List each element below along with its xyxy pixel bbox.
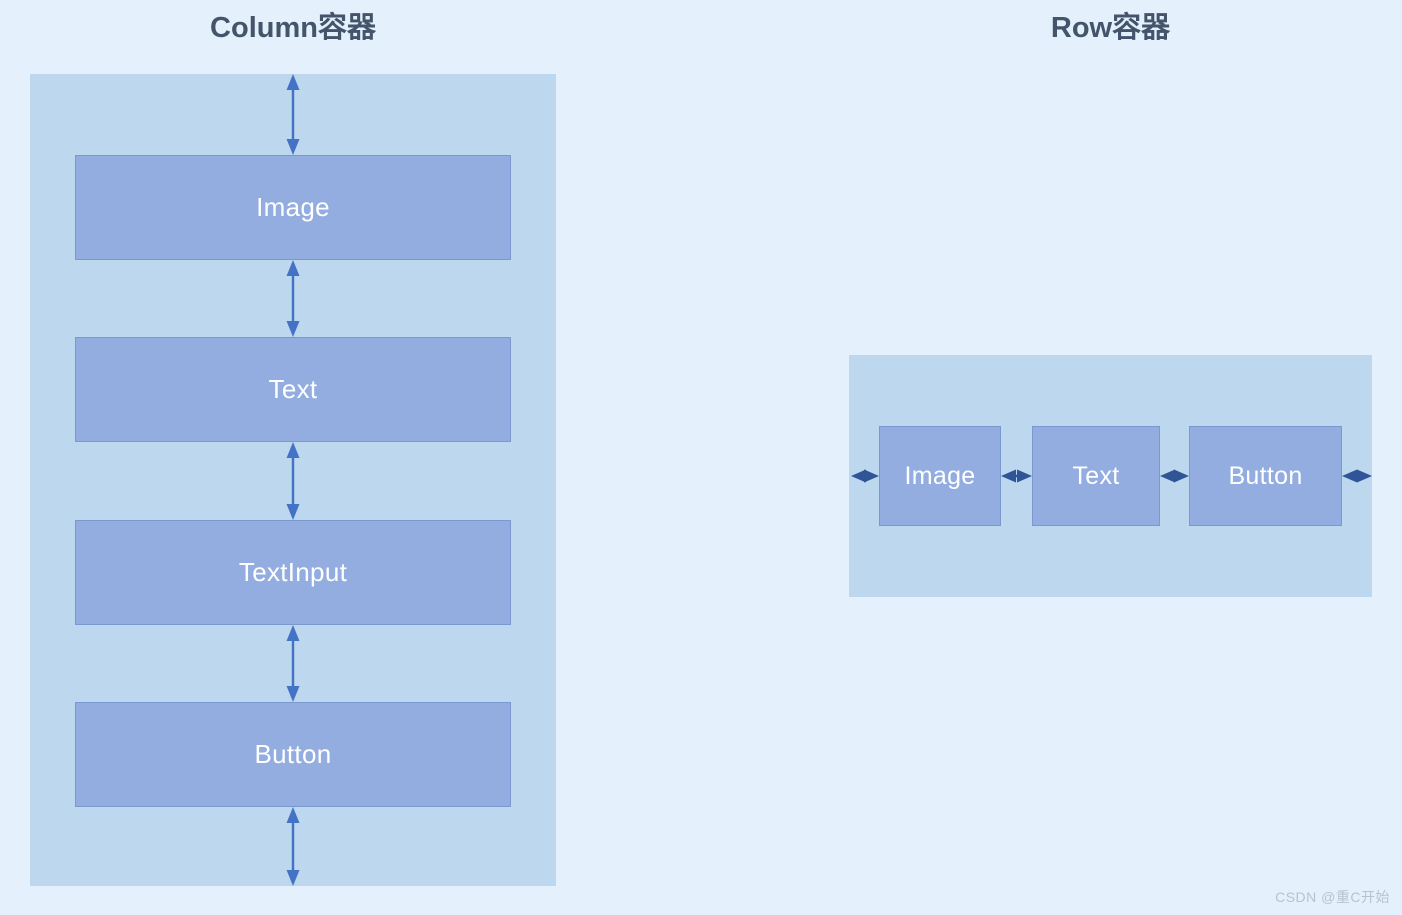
column-child-button: Button	[75, 702, 511, 807]
column-child-image: Image	[75, 155, 511, 260]
csdn-watermark: CSDN @重C开始	[1275, 889, 1390, 905]
panel-title-column: Column容器	[210, 12, 376, 44]
column-child-text: Text	[75, 337, 511, 442]
row-child-text: Text	[1032, 426, 1160, 526]
row-child-button: Button	[1189, 426, 1342, 526]
column-child-textinput: TextInput	[75, 520, 511, 625]
row-child-image: Image	[879, 426, 1001, 526]
panel-title-row: Row容器	[1050, 12, 1171, 44]
